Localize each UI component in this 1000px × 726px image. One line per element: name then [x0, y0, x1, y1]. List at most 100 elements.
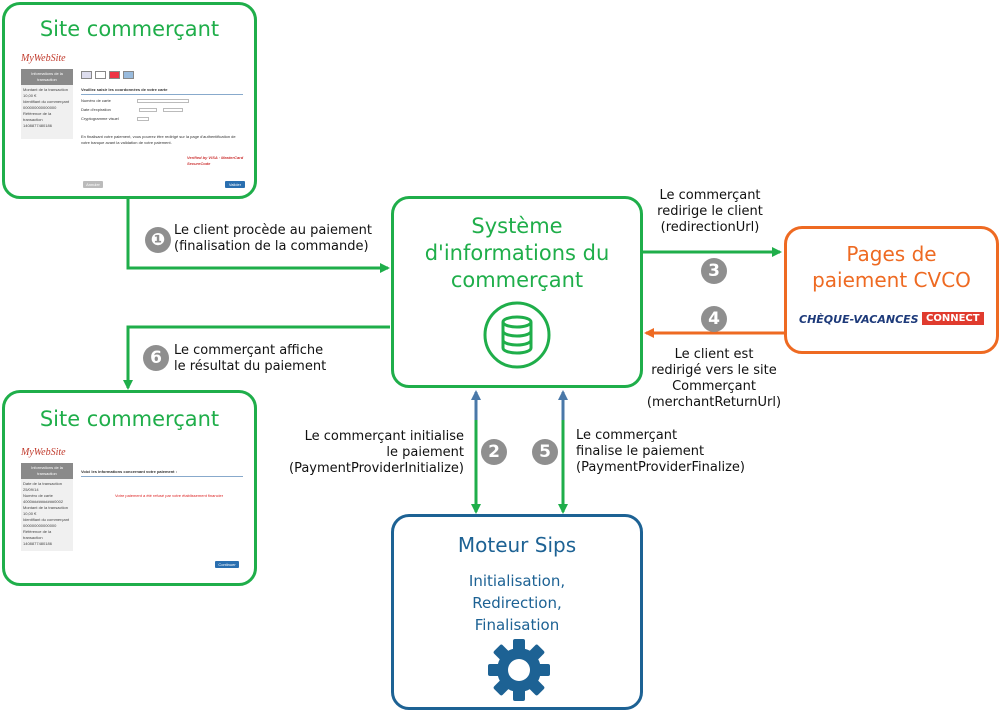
arrow-step-6 — [123, 325, 390, 390]
step-1-label: Le client procède au paiement (finalisat… — [174, 223, 372, 255]
step-2-badge: 2 — [481, 439, 507, 465]
transaction-info-panel: Informations de la transaction Montant d… — [21, 69, 73, 139]
step-6-label: Le commerçant affiche le résultat du pai… — [174, 343, 326, 375]
title-line: paiement CVCO — [812, 268, 971, 292]
sips-title: Moteur Sips — [457, 533, 577, 557]
label-line: (merchantReturnUrl) — [646, 395, 782, 410]
label-line: le paiement — [386, 445, 464, 460]
step-5-label: Le commerçant finalise le paiement (Paym… — [576, 428, 745, 476]
info-line: Référence de la transaction — [23, 111, 52, 122]
sub-line: Redirection, — [472, 594, 562, 612]
title-line: d'informations du — [424, 241, 610, 265]
label-line: (redirectionUrl) — [660, 220, 760, 235]
expiry-year-field[interactable] — [163, 108, 183, 112]
transaction-info-header: Informations de la transaction — [21, 69, 73, 85]
site-merchant-bottom-title: Site commerçant — [39, 407, 220, 431]
step-6-badge: 6 — [143, 345, 169, 371]
card-cb-icon — [81, 71, 92, 79]
label-line: Le commerçant — [576, 428, 678, 443]
site-merchant-top-box: Site commerçant MyWebSite Informations d… — [2, 2, 257, 199]
auth-info-text: En finalisant votre paiement, vous pourr… — [81, 134, 236, 145]
title-line: commerçant — [450, 268, 584, 292]
info-line: 10,00 € — [23, 511, 37, 516]
transaction-info-lines: Montant de la transaction 10,00 € Identi… — [21, 85, 73, 131]
sips-subtitle: Initialisation, Redirection, Finalisatio… — [394, 570, 640, 636]
cvco-payment-pages-box: Pages de paiement CVCO CHÈQUE-VACANCES C… — [784, 226, 999, 354]
merchant-system-box: Système d'informations du commerçant — [391, 196, 643, 388]
sips-engine-box: Moteur Sips Initialisation, Redirection,… — [391, 514, 643, 710]
step-2-label: Le commerçant initialise le paiement (Pa… — [280, 429, 464, 477]
title-line: Système — [471, 214, 563, 238]
label-line: Le client est — [674, 347, 754, 362]
step-3-label: Le commerçant redirige le client (redire… — [640, 188, 780, 236]
label-line: Le commerçant — [659, 188, 761, 203]
step-4-label: Le client est redirigé vers le site Comm… — [640, 347, 788, 411]
label-line: redirige le client — [657, 204, 763, 219]
transaction-info-panel: Informations de la transaction Date de l… — [21, 463, 73, 551]
info-line: Montant de la transaction — [23, 87, 68, 92]
validate-button[interactable]: Valider — [225, 181, 245, 188]
sub-line: Finalisation — [474, 616, 560, 634]
transaction-info-lines: Date de la transaction 25/09/14 Numéro d… — [21, 479, 73, 549]
sub-line: Initialisation, — [468, 572, 566, 590]
divider — [81, 476, 243, 477]
label-line: Le commerçant initialise — [304, 429, 464, 444]
step-5-badge: 5 — [532, 439, 558, 465]
label-line: redirigé vers le site — [651, 363, 777, 378]
continue-button[interactable]: Continuer — [215, 561, 239, 568]
card-number-label: Numéro de carte — [81, 98, 111, 103]
info-line: 000000000000000 — [23, 105, 57, 110]
payment-refused-message: Votre paiement a été refusé par votre ét… — [114, 493, 224, 498]
card-amex-icon — [123, 71, 134, 79]
card-number-field[interactable] — [137, 99, 189, 103]
label-line: le résultat du paiement — [174, 359, 327, 374]
payment-form-screenshot: MyWebSite Informations de la transaction… — [19, 51, 249, 191]
label-line: Le commerçant affiche — [174, 343, 324, 358]
cvv-field[interactable] — [137, 117, 149, 121]
info-line: 10,00 € — [23, 93, 37, 98]
info-line: 1408877480186 — [23, 123, 52, 128]
payment-result-screenshot: MyWebSite Informations de la transaction… — [19, 443, 249, 579]
info-line: 000000000000000 — [23, 523, 57, 528]
label-line: finalise le paiement — [576, 444, 705, 459]
divider — [81, 94, 243, 95]
info-line: Identifiant du commerçant — [23, 99, 70, 104]
database-icon — [483, 301, 551, 369]
label-line: (PaymentProviderInitialize) — [289, 461, 464, 476]
merchant-system-title: Système d'informations du commerçant — [394, 213, 640, 294]
card-mastercard-icon — [109, 71, 120, 79]
info-line: Numéro de carte — [23, 493, 53, 498]
connect-badge: CONNECT — [922, 312, 984, 325]
cvco-title: Pages de paiement CVCO — [787, 241, 996, 293]
info-line: Date de la transaction — [23, 481, 62, 486]
gear-icon — [488, 639, 550, 701]
site-merchant-top-title: Site commerçant — [39, 17, 220, 41]
expiry-label: Date d'expiration — [81, 107, 111, 112]
card-form-title: Veuillez saisir les coordonnées de votre… — [81, 87, 168, 92]
arrow-step-1 — [126, 199, 390, 273]
cancel-button[interactable]: Annuler — [83, 181, 103, 188]
cheque-vacances-logo: CHÈQUE-VACANCES — [799, 313, 919, 326]
label-line: Commerçant — [672, 379, 756, 394]
label-line: Le client procède au paiement — [174, 223, 372, 238]
label-line: (PaymentProviderFinalize) — [576, 460, 745, 475]
info-line: Identifiant du commerçant — [23, 517, 70, 522]
info-line: 1408877480186 — [23, 541, 52, 546]
card-visa-icon — [95, 71, 106, 79]
step-4-badge: 4 — [701, 306, 727, 332]
title-line: Pages de — [846, 242, 937, 266]
transaction-info-header: Informations de la transaction — [21, 463, 73, 479]
cvv-label: Cryptogramme visuel — [81, 116, 119, 121]
mywebsite-logo: MyWebSite — [21, 53, 66, 64]
label-line: (finalisation de la commande) — [174, 239, 369, 254]
info-line: Montant de la transaction — [23, 505, 68, 510]
step-3-badge: 3 — [701, 258, 727, 284]
site-merchant-bottom-box: Site commerçant MyWebSite Informations d… — [2, 390, 257, 586]
expiry-month-field[interactable] — [139, 108, 157, 112]
verified-by-visa-securecode-logo: Verified by VISA · MasterCard SecureCode — [187, 155, 244, 166]
info-line: Référence de la transaction — [23, 529, 52, 540]
info-line: 25/09/14 — [23, 487, 39, 492]
step-1-badge: ❶ — [145, 227, 171, 253]
mywebsite-logo: MyWebSite — [21, 447, 66, 458]
